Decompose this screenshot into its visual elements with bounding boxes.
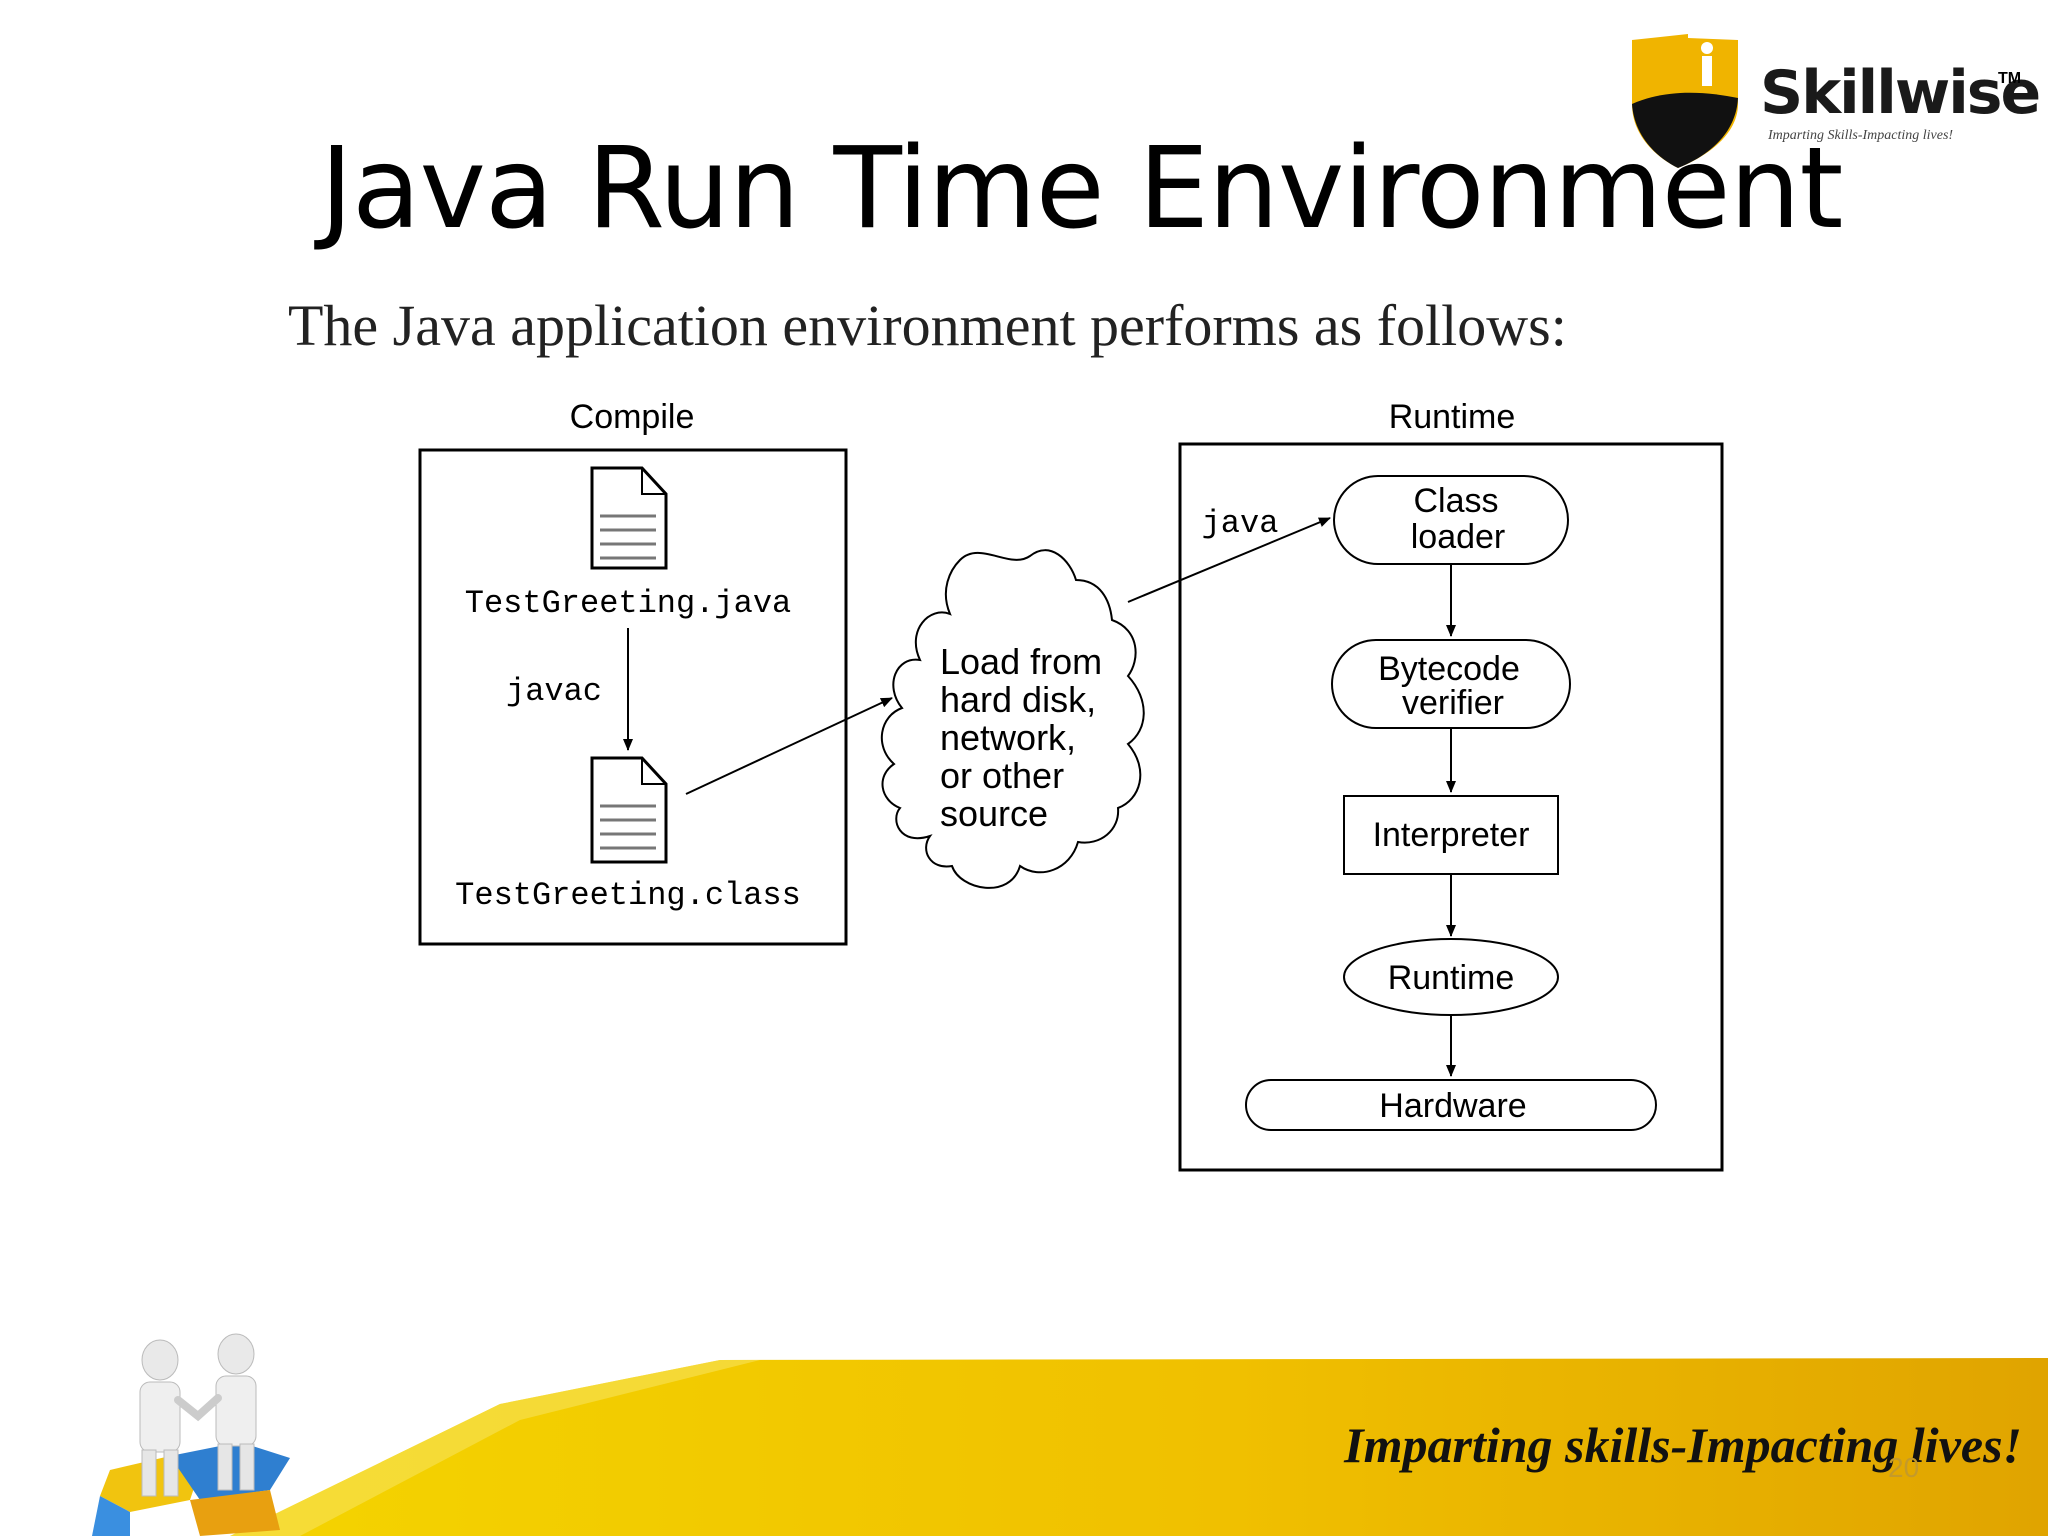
shield-icon <box>1632 34 1738 168</box>
cloud-line: Load from <box>940 641 1102 682</box>
cloud-line: network, <box>940 717 1076 758</box>
slide-subtitle: The Java application environment perform… <box>288 293 1567 358</box>
source-file-icon <box>590 466 668 570</box>
compile-panel <box>418 448 848 946</box>
javac-label: javac <box>506 673 602 710</box>
class-loader-label: loader <box>1411 518 1506 556</box>
logo-tagline: Imparting Skills-Impacting lives! <box>1768 128 1954 143</box>
class-file-label: TestGreeting.class <box>455 877 801 914</box>
slide-title: Java Run Time Environment <box>320 124 1843 254</box>
puzzle-people-illustration <box>92 1333 290 1536</box>
skillwise-logo: Skillwise TM Imparting Skills-Impacting … <box>1628 34 2041 174</box>
class-file-icon <box>590 756 668 864</box>
cloud-line: hard disk, <box>940 679 1096 720</box>
interpreter-label: Interpreter <box>1373 816 1530 854</box>
java-arrow <box>1127 517 1331 603</box>
source-cloud <box>880 549 1145 889</box>
cloud-line: source <box>940 793 1048 834</box>
logo-wordmark: Skillwise <box>1760 58 2041 128</box>
hardware-node <box>1245 1079 1657 1131</box>
logo-trademark: TM <box>1998 70 2022 87</box>
runtime-heading: Runtime <box>1389 398 1516 436</box>
class-loader-label: Class <box>1413 482 1498 520</box>
cloud-line: or other <box>940 755 1064 796</box>
interpreter-node <box>1343 795 1559 875</box>
page-number: 20 <box>1888 1452 1920 1483</box>
load-arrow <box>685 697 893 795</box>
verifier-label: verifier <box>1402 684 1504 722</box>
footer-tagline: Imparting skills-Impacting lives! <box>1344 1417 2022 1473</box>
verifier-label: Bytecode <box>1378 650 1520 688</box>
java-label: java <box>1202 505 1279 542</box>
runtime-label: Runtime <box>1388 959 1515 997</box>
hardware-label: Hardware <box>1379 1087 1526 1125</box>
source-file-label: TestGreeting.java <box>465 585 791 622</box>
cloud-text: Load from hard disk, network, or other s… <box>940 641 1102 834</box>
compile-heading: Compile <box>570 398 695 436</box>
runtime-panel <box>1178 442 1724 1172</box>
